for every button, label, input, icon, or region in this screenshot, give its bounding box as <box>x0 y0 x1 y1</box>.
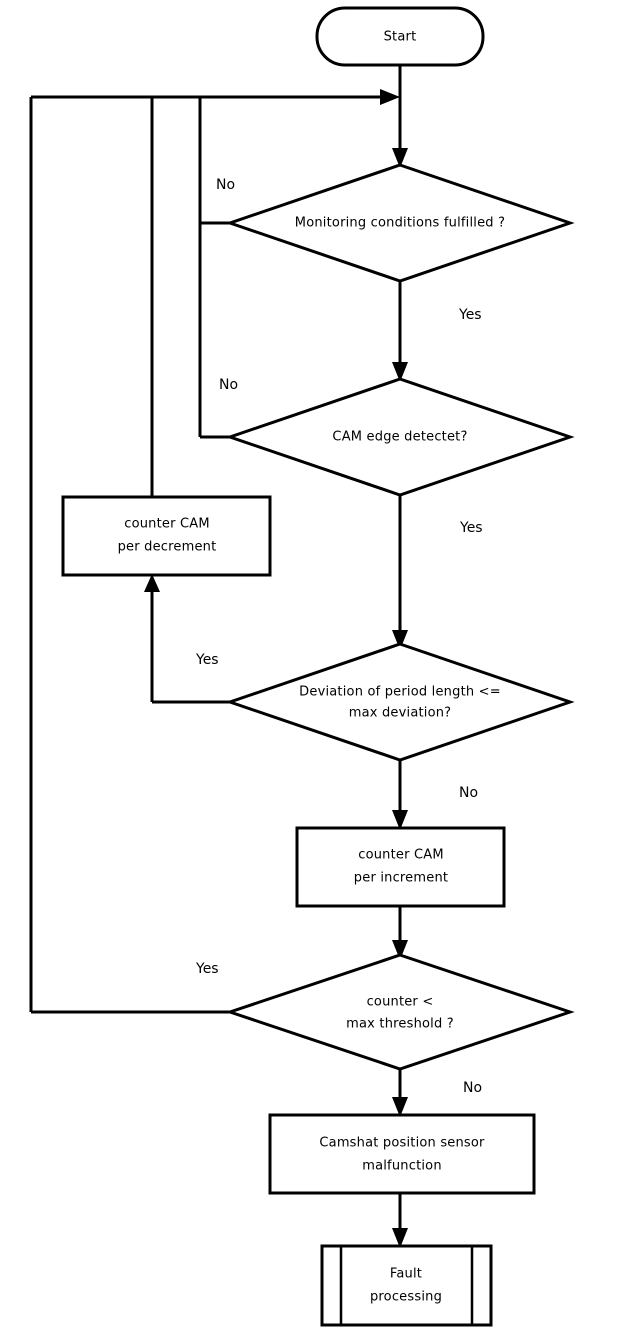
arrowhead-to-deviation <box>392 630 408 650</box>
node-deviation-line2: max deviation? <box>349 706 452 721</box>
node-deviation[interactable] <box>225 642 575 762</box>
node-cam-edge[interactable] <box>225 377 575 497</box>
node-counter-threshold-line2: max threshold ? <box>346 1017 454 1032</box>
branch-label-threshold-yes: Yes <box>195 961 219 977</box>
node-fault-processing-line1: Fault <box>390 1267 422 1282</box>
arrowhead-to-fault <box>392 1228 408 1248</box>
branch-label-camedge-yes: Yes <box>459 520 483 536</box>
node-counter-threshold[interactable] <box>225 953 575 1071</box>
node-start[interactable] <box>315 6 485 67</box>
branch-label-camedge-no: No <box>219 377 238 393</box>
arrowhead-to-decrement <box>144 574 160 592</box>
node-counter-increment[interactable] <box>295 826 506 908</box>
node-counter-increment-line2: per increment <box>354 871 448 886</box>
node-counter-threshold-line1: counter < <box>367 995 434 1010</box>
branch-label-monitoring-no: No <box>216 177 235 193</box>
node-start-label: Start <box>384 30 417 45</box>
branch-label-deviation-yes: Yes <box>195 652 219 668</box>
arrowhead-to-camedge <box>392 362 408 382</box>
node-fault-processing[interactable] <box>320 1244 493 1327</box>
node-deviation-line1: Deviation of period length <= <box>299 685 501 700</box>
node-monitoring-conditions[interactable] <box>225 163 575 283</box>
arrowhead-to-threshold <box>392 940 408 960</box>
branch-label-threshold-no: No <box>463 1080 482 1096</box>
node-malfunction[interactable] <box>268 1113 536 1195</box>
arrowhead-feedback-to-main <box>380 89 400 105</box>
node-counter-increment-line1: counter CAM <box>358 848 444 863</box>
arrowhead-to-monitoring <box>392 148 408 168</box>
node-cam-edge-label: CAM edge detectet? <box>332 430 467 445</box>
node-counter-decrement[interactable] <box>61 495 272 577</box>
branch-label-deviation-no: No <box>459 785 478 801</box>
arrowhead-to-increment <box>392 810 408 830</box>
node-malfunction-line2: malfunction <box>362 1159 442 1174</box>
node-counter-decrement-line1: counter CAM <box>124 517 210 532</box>
node-malfunction-line1: Camshat position sensor <box>319 1136 485 1151</box>
arrowhead-to-malfunction <box>392 1097 408 1117</box>
node-fault-processing-line2: processing <box>370 1290 442 1305</box>
node-counter-decrement-line2: per decrement <box>118 540 217 555</box>
branch-label-monitoring-yes: Yes <box>458 307 482 323</box>
node-monitoring-conditions-label: Monitoring conditions fulfilled ? <box>295 216 505 231</box>
